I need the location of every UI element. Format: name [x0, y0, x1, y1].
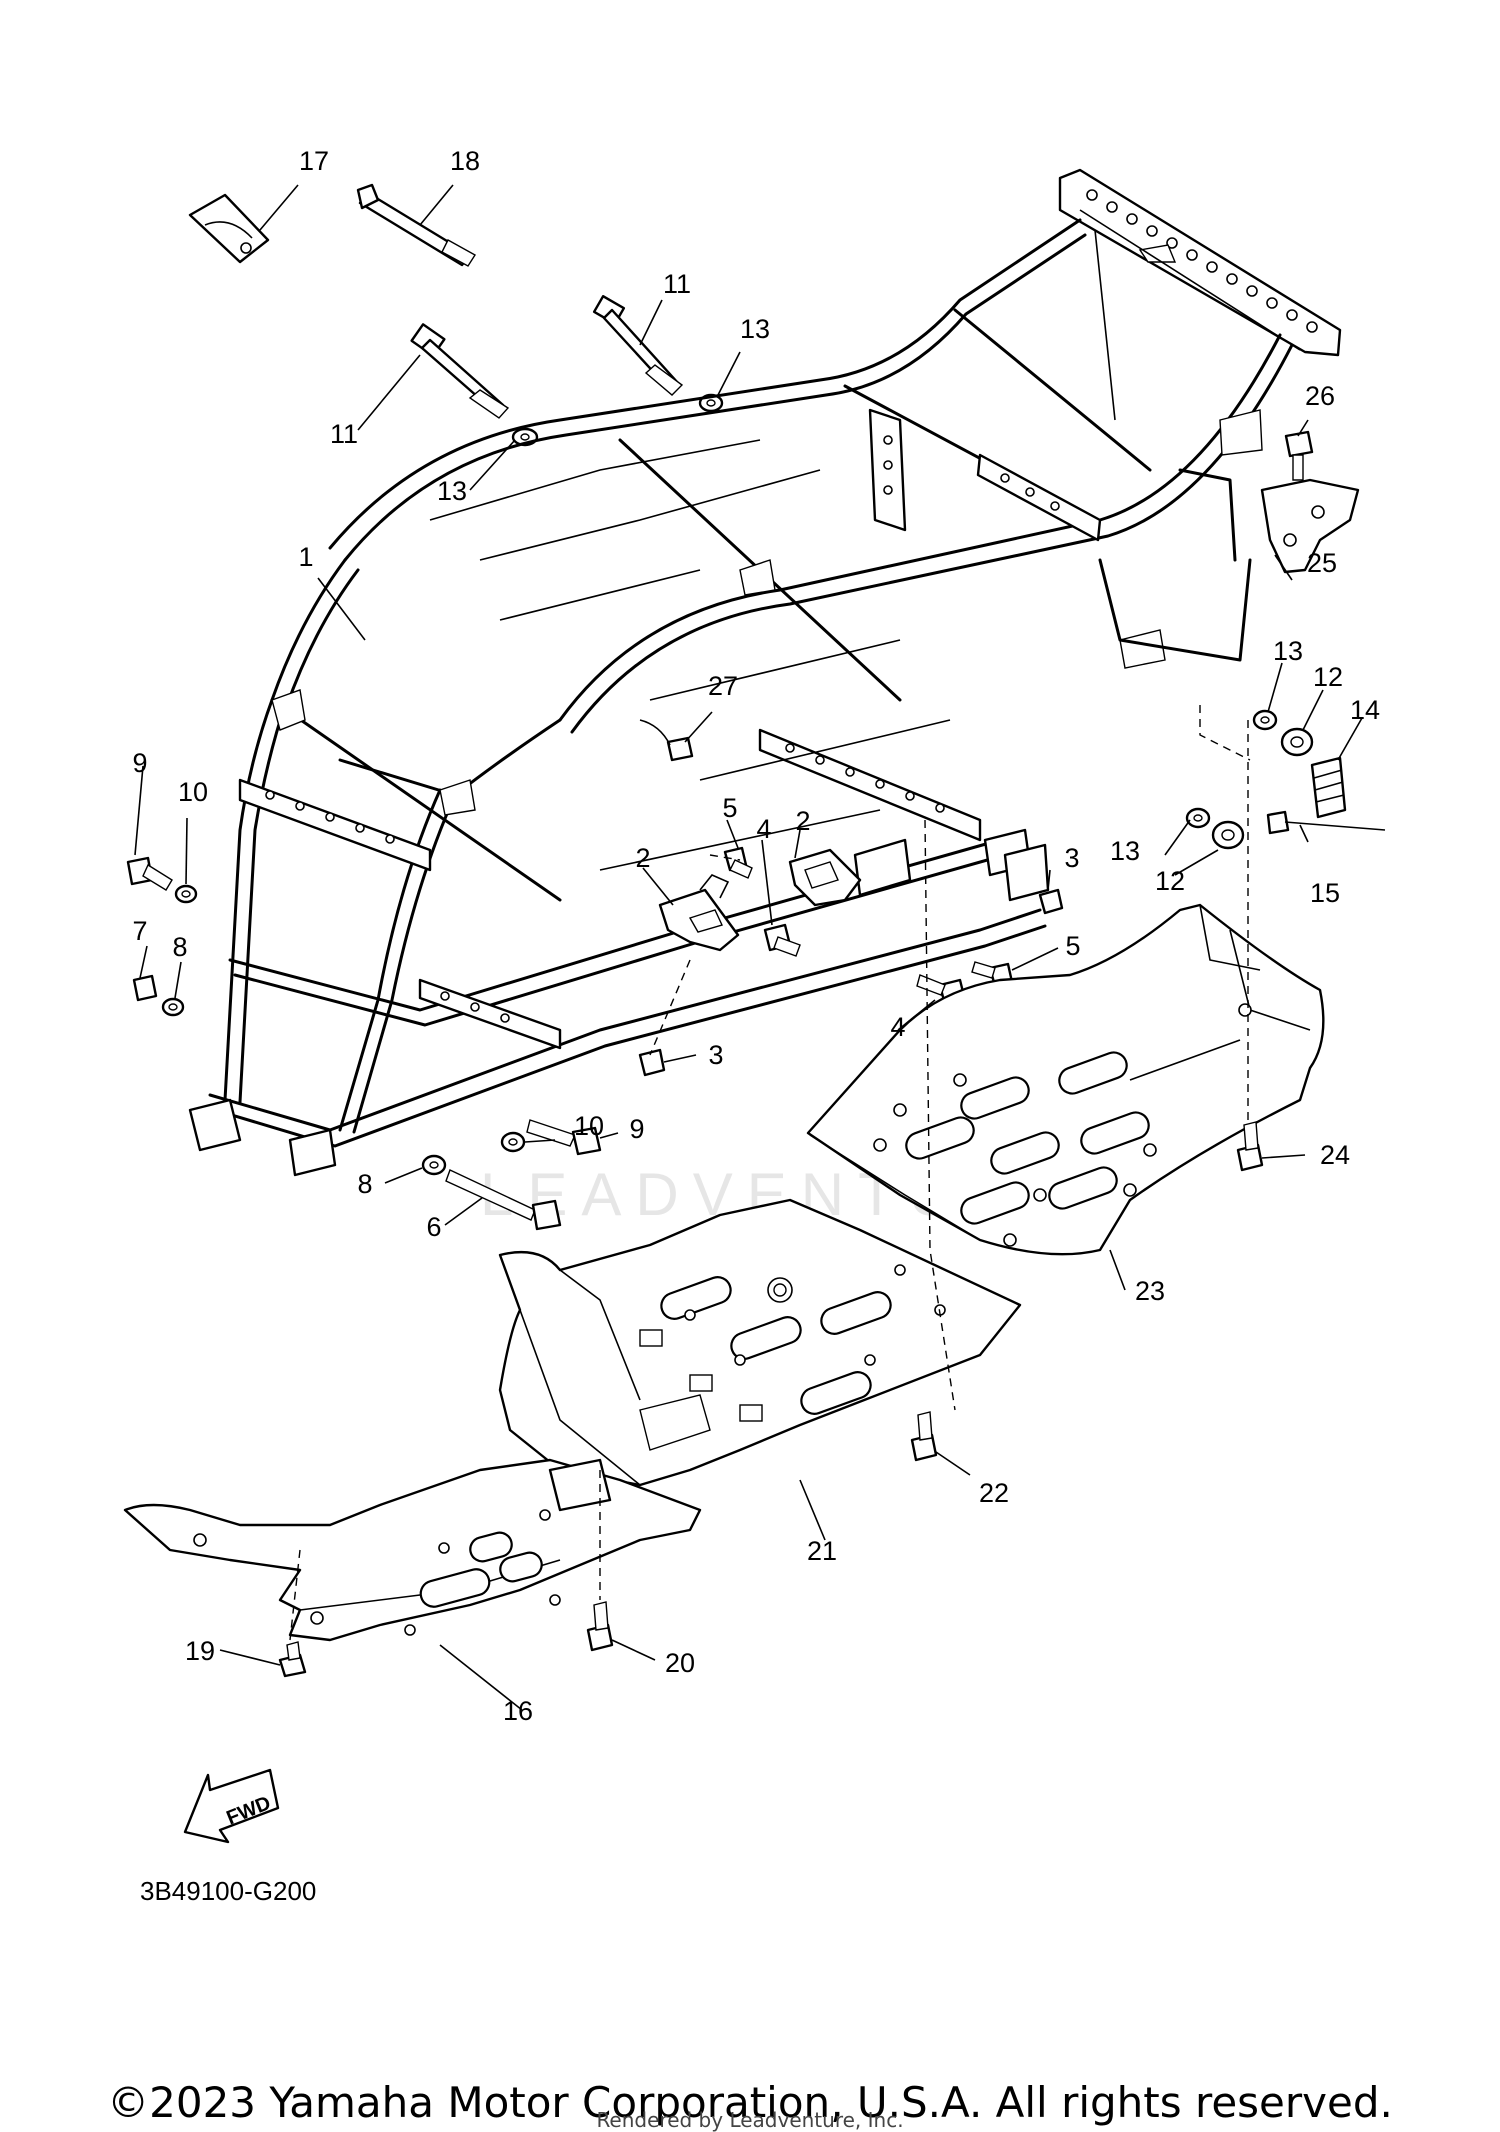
part-22-screw: [910, 1411, 938, 1462]
callout-9-lower: 9: [629, 1114, 644, 1144]
part-17-bolt: [356, 183, 476, 267]
callout-12-rear-b: 12: [1155, 866, 1185, 896]
callout-15: 15: [1310, 878, 1340, 908]
part-12-bushing-rear-lower: [1211, 820, 1245, 850]
callout-12-rear-a: 12: [1313, 662, 1343, 692]
callout-labels: 17 18 11 13 11 13 1 26 25 13 12 14 27 9 …: [132, 146, 1380, 1726]
part-23-rear-skid-plate: [806, 903, 1325, 1256]
callout-4-right: 4: [890, 1012, 905, 1042]
part-2-mount-right: [788, 848, 862, 907]
part-27-bolt: [639, 719, 694, 762]
callout-23: 23: [1135, 1276, 1165, 1306]
part-11-bolt-left: [410, 323, 510, 419]
leader-lines: [134, 184, 1363, 1711]
part-9-bolt-left-upper: [126, 856, 173, 891]
callout-24: 24: [1320, 1140, 1350, 1170]
rack-holes: [1086, 189, 1318, 333]
callout-2-right: 2: [795, 806, 810, 836]
part-26-bolt: [1284, 430, 1314, 481]
callout-13-left: 13: [437, 476, 467, 506]
part-5-bolt-left: [723, 846, 753, 879]
part-3-nut-center: [638, 1048, 666, 1077]
callout-9-upper: 9: [132, 748, 147, 778]
part-15-rod: [1266, 810, 1386, 835]
fwd-arrow-icon: FWD: [183, 1768, 280, 1844]
callout-1: 1: [298, 542, 313, 572]
part-8-washer-left-upper: [161, 997, 185, 1017]
diagram-code: 3B49100-G200: [140, 1876, 316, 1906]
callout-11-upper: 11: [663, 269, 691, 299]
callout-8-upper: 8: [172, 932, 187, 962]
callout-13-rear-a: 13: [1273, 636, 1303, 666]
callout-13-upper: 13: [740, 314, 770, 344]
part-4-bolt-left: [763, 923, 801, 957]
callout-5-right: 5: [1065, 931, 1080, 961]
callout-10-upper: 10: [178, 777, 208, 807]
part-21-middle-skid-plate: [498, 1198, 1022, 1487]
callout-5-left: 5: [722, 793, 737, 823]
part-18-front-skid-plate: [123, 1458, 702, 1642]
callout-25: 25: [1307, 548, 1337, 578]
part-13-washer-rear-upper: [1252, 709, 1278, 731]
rendered-by-notice: Rendered by Leadventure, Inc.: [596, 2108, 904, 2132]
callout-7: 7: [132, 916, 147, 946]
part-2-mount-left: [658, 874, 740, 952]
assembly-lines: [289, 705, 1251, 1641]
copyright-notice: ©2023 Yamaha Motor Corporation, U.S.A. A…: [107, 2078, 1393, 2127]
part-10-washer-left-lower: [500, 1131, 526, 1153]
callout-13-rear-b: 13: [1110, 836, 1140, 866]
callout-4-left: 4: [756, 814, 771, 844]
callout-19: 19: [185, 1636, 215, 1666]
callout-3-center: 3: [708, 1040, 723, 1070]
part-3-nut-right: [1038, 888, 1064, 915]
part-24-screw: [1236, 1121, 1264, 1172]
callout-20: 20: [665, 1648, 695, 1678]
callout-18: 16: [503, 1696, 533, 1726]
rail-holes: [265, 435, 1060, 1023]
part-12-bushing-rear-upper: [1280, 727, 1314, 757]
part-25-bracket: [1260, 478, 1360, 574]
part-20-screw: [586, 1601, 614, 1652]
callout-2-left: 2: [635, 843, 650, 873]
callout-10-lower: 10: [574, 1111, 604, 1141]
part-11-bolt-upper: [592, 295, 684, 396]
callout-22: 22: [979, 1478, 1009, 1508]
part-9-bolt-left-lower: [526, 1119, 602, 1156]
part-19-screw: [278, 1641, 307, 1678]
callout-27: 27: [708, 671, 738, 701]
callout-11-left: 11: [330, 419, 358, 449]
callout-26: 26: [1305, 381, 1335, 411]
part-7-nut: [132, 974, 158, 1002]
callout-14: 14: [1350, 695, 1380, 725]
callout-21: 21: [807, 1536, 837, 1566]
callout-3-right: 3: [1064, 843, 1079, 873]
part-14-spring: [1310, 756, 1347, 819]
callout-16: 17: [299, 146, 329, 176]
part-16-pad: [188, 193, 270, 264]
callout-8-lower: 8: [357, 1169, 372, 1199]
part-6-long-bolt: [445, 1169, 562, 1231]
part-1-main-frame: [188, 168, 1342, 1177]
part-8-washer-left-lower: [421, 1154, 447, 1176]
callout-17: 18: [450, 146, 480, 176]
part-10-washer-left-upper: [174, 884, 198, 904]
callout-6: 6: [426, 1212, 441, 1242]
part-13-washer-rear-lower: [1185, 807, 1211, 829]
